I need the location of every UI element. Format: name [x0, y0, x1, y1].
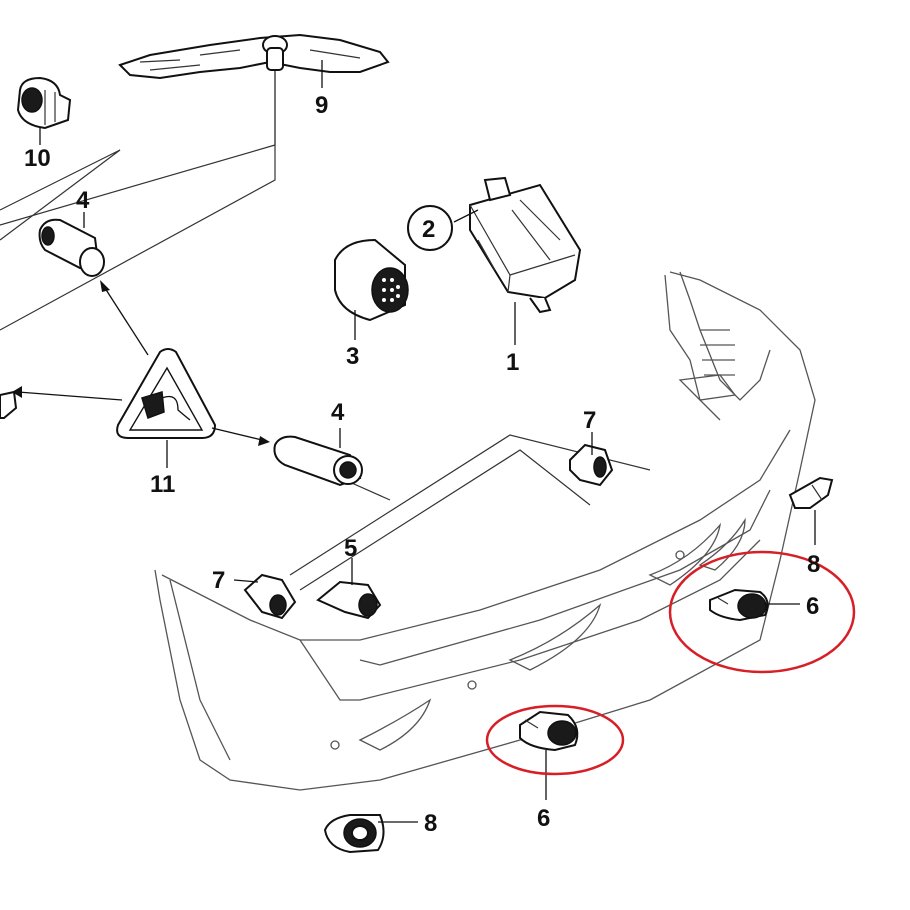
callout-9: 9	[315, 92, 328, 119]
highlight-ellipses	[485, 550, 856, 776]
callout-3: 3	[346, 343, 359, 370]
callout-8-right: 8	[807, 551, 820, 578]
indicator-arrows	[0, 280, 270, 446]
callout-1: 1	[506, 349, 519, 376]
callout-5: 5	[344, 535, 357, 562]
callout-8-lower: 8	[424, 810, 437, 837]
callout-4-lower: 4	[331, 399, 345, 426]
holder-part-7-left	[243, 573, 297, 620]
callout-circle-2	[407, 205, 453, 251]
mount-part-6-right	[709, 588, 769, 622]
warning-triangle-part-11	[116, 348, 217, 439]
callout-6-center: 6	[537, 805, 550, 832]
callout-2: 2	[422, 216, 435, 243]
wiring-harness-lines	[0, 60, 651, 591]
highlight-ellipse-right	[668, 550, 856, 674]
cap-part-10	[16, 76, 72, 130]
bumper-cover	[154, 271, 816, 791]
bracket-part-9	[118, 33, 390, 80]
highlight-ellipse-center	[485, 704, 625, 776]
holder-part-5	[316, 580, 382, 620]
leader-lines	[39, 60, 816, 823]
holder-part-7-right	[569, 443, 614, 487]
connector-part-3	[334, 238, 409, 322]
callout-6-right: 6	[806, 593, 819, 620]
trim-ring-part-8-lower	[323, 814, 385, 854]
callout-4-upper: 4	[76, 187, 90, 214]
sensor-part-4-upper	[38, 218, 105, 277]
mount-part-6-center	[519, 710, 579, 752]
callout-11: 11	[150, 471, 175, 498]
sensor-part-4-lower	[273, 435, 363, 487]
trim-ring-part-8-right	[788, 476, 834, 509]
callout-7-right: 7	[583, 407, 596, 434]
control-module-part-1	[469, 176, 582, 314]
callout-7-left: 7	[212, 567, 225, 594]
callout-10: 10	[24, 145, 51, 172]
